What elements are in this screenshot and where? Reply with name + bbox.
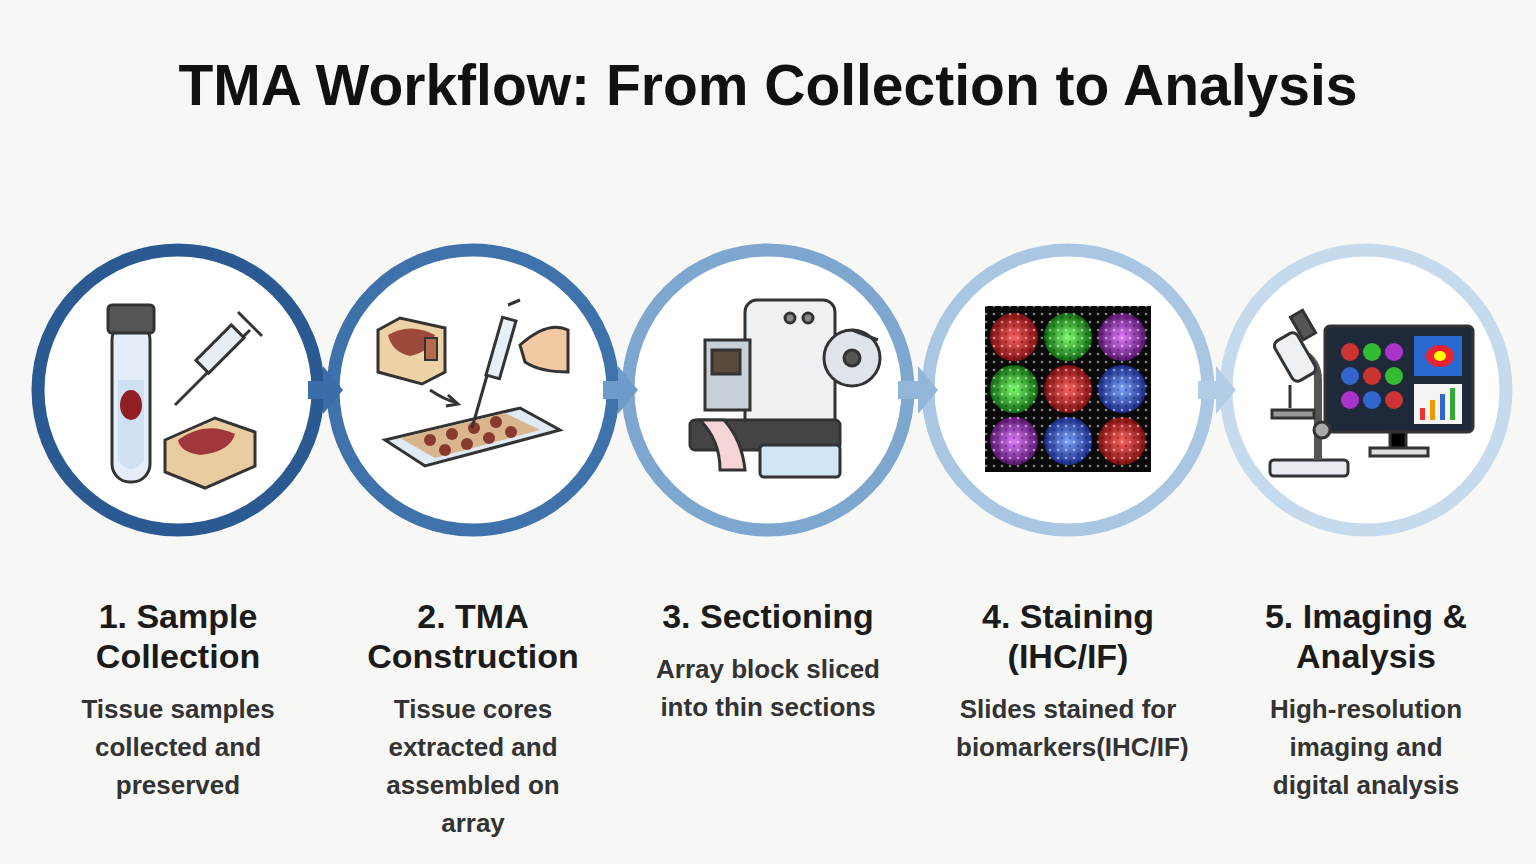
imaging-icon [1270,310,1473,476]
step-node: 1. Sample CollectionTissue samples colle… [44,250,312,850]
arrow-shaft [308,381,323,399]
step-description: High-resolution imaging and digital anal… [1254,690,1478,804]
flow-arrow [1198,366,1236,414]
step-description: Tissue cores extracted and assembled on … [361,690,585,842]
construction-icon [378,300,568,466]
step-node: 4. Staining (IHC/IF) Slides stained for b… [934,250,1202,850]
flow-arrow [898,366,938,414]
sample-icon [108,305,262,488]
title: TMA Workflow: From Collection to Analysi… [0,52,1536,118]
arrow-head [1216,366,1236,414]
step-description: Slides stained for biomarkers(IHC/IF) [956,690,1180,766]
arrow-shaft [603,381,618,399]
step-heading: 5. Imaging & Analysis [1232,596,1500,676]
step-node: 5. Imaging & AnalysisHigh-resolution ima… [1232,250,1500,850]
step-ring [38,250,1506,530]
step-node: 3. SectioningArray block sliced into thi… [634,250,902,850]
arrow-shaft [1198,381,1216,399]
step-description: Tissue samples collected and preserved [66,690,290,804]
step-heading: 3. Sectioning [634,596,902,636]
step-node: 2. TMA ConstructionTissue cores extracte… [339,250,607,850]
stained-cores-image [985,306,1151,472]
step-heading: 4. Staining (IHC/IF) [934,596,1202,676]
arrow-shaft [898,381,918,399]
microtome-icon [690,300,880,477]
flow-arrow [308,366,343,414]
step-heading: 2. TMA Construction [339,596,607,676]
arrow-head [323,366,343,414]
step-description: Array block sliced into thin sections [656,650,880,726]
arrow-head [618,366,638,414]
arrow-head [918,366,938,414]
flow-arrow [603,366,638,414]
step-heading: 1. Sample Collection [44,596,312,676]
